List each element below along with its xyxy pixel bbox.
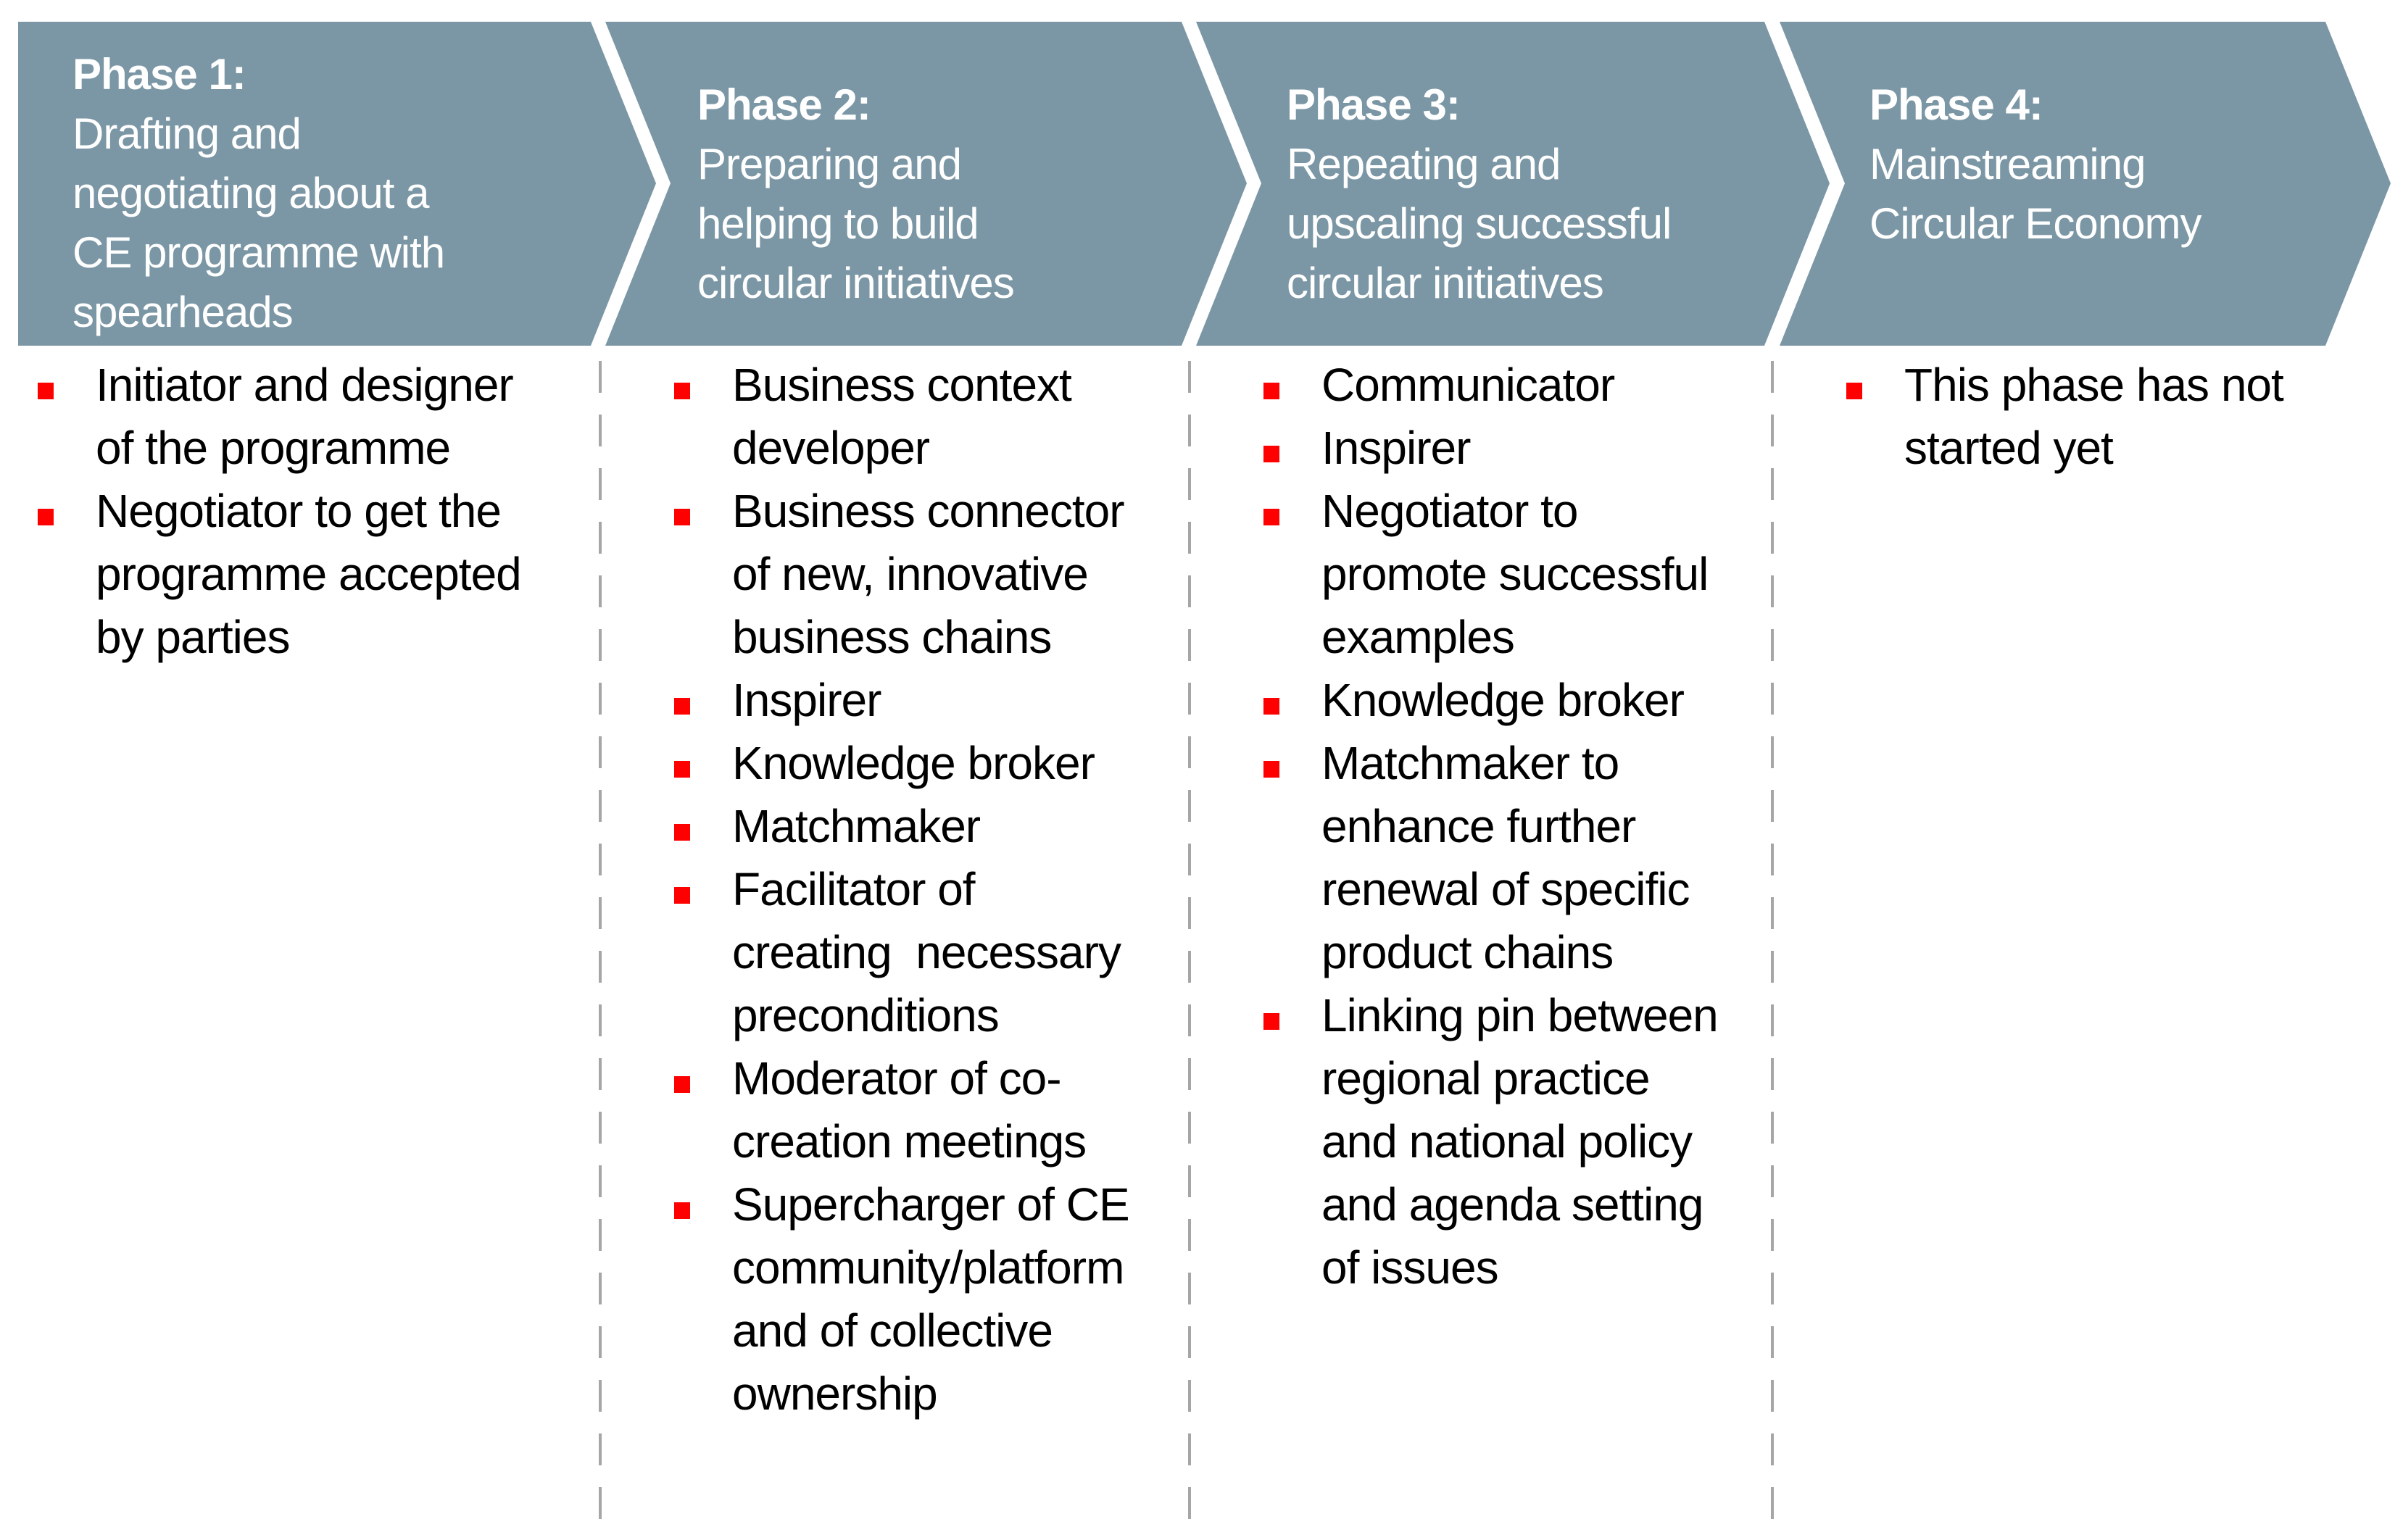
phase-1-chevron [18,22,656,346]
list-item: Business connector of new, innovative bu… [674,480,1203,669]
list-item: Business context developer [674,354,1203,480]
list-item-text: Negotiator to get the programme accepted… [96,485,522,663]
phase-1-roles-list: Initiator and designer of the programme … [38,354,618,669]
list-item-text: Facilitator of creating necessary precon… [732,863,1121,1041]
phase-2-roles-list: Business context developer Business conn… [674,354,1203,1425]
bullet-square-icon [674,824,690,841]
list-item-text: Inspirer [1321,422,1471,474]
list-item: Communicator [1263,354,1793,417]
list-item-text: Business context developer [732,359,1072,474]
phase-4-chevron [1780,22,2391,346]
list-item: Negotiator to promote successful example… [1263,480,1793,669]
phase-3-title: Phase 3: [1287,80,1461,129]
column-divider-2 [1188,361,1191,1520]
list-item: Facilitator of creating necessary precon… [674,858,1203,1047]
list-item: Knowledge broker [1263,669,1793,732]
bullet-square-icon [1263,1013,1279,1030]
list-item: This phase has not started yet [1846,354,2403,480]
bullet-square-icon [38,383,54,399]
bullet-square-icon [1263,509,1279,525]
list-item-text: Supercharger of CE community/platform an… [732,1178,1130,1420]
bullet-square-icon [674,761,690,778]
phase-4-subtitle: Mainstreaming Circular Economy [1869,140,2201,248]
list-item-text: Matchmaker to enhance further renewal of… [1321,737,1690,978]
phase-3-subtitle: Repeating and upscaling successful circu… [1287,140,1672,307]
bullet-square-icon [1263,383,1279,399]
bullet-square-icon [674,1076,690,1093]
list-item: Negotiator to get the programme accepted… [38,480,618,669]
bullet-square-icon [1263,698,1279,715]
list-item-text: Inspirer [732,674,881,726]
phase-2-subtitle: Preparing and helping to build circular … [697,140,1015,307]
phase-2-chevron [605,22,1247,346]
bullet-square-icon [674,509,690,525]
list-item-text: Matchmaker [732,800,981,852]
phase-4-header: Phase 4: Mainstreaming Circular Economy [1869,75,2377,254]
phase-4-roles-list: This phase has not started yet [1846,354,2403,480]
list-item-text: Knowledge broker [1321,674,1685,726]
list-item-text: Initiator and designer of the programme [96,359,514,474]
list-item: Knowledge broker [674,732,1203,795]
bullet-square-icon [1846,383,1862,399]
list-item-text: Linking pin between regional practice an… [1321,989,1719,1294]
list-item: Supercharger of CE community/platform an… [674,1173,1203,1425]
bullet-square-icon [1263,761,1279,778]
list-item: Moderator of co- creation meetings [674,1047,1203,1173]
phase-1-subtitle: Drafting and negotiating about a CE prog… [72,109,445,336]
phase-4-title: Phase 4: [1869,80,2043,129]
bullet-square-icon [674,1202,690,1219]
column-divider-1 [599,361,602,1520]
bullet-square-icon [674,698,690,715]
phase-2-header: Phase 2: Preparing and helping to build … [697,75,1205,313]
bullet-square-icon [674,383,690,399]
list-item: Matchmaker [674,795,1203,858]
list-item: Inspirer [674,669,1203,732]
phase-1-header: Phase 1: Drafting and negotiating about … [72,45,623,342]
list-item: Initiator and designer of the programme [38,354,618,480]
list-item-text: Business connector of new, innovative bu… [732,485,1125,663]
bullet-square-icon [1263,446,1279,462]
list-item-text: Moderator of co- creation meetings [732,1052,1087,1168]
list-item-text: Negotiator to promote successful example… [1321,485,1709,663]
phase-2-title: Phase 2: [697,80,871,129]
phase-1-title: Phase 1: [72,50,246,99]
list-item-text: Communicator [1321,359,1615,411]
bullet-square-icon [674,887,690,904]
list-item-text: Knowledge broker [732,737,1095,789]
column-divider-3 [1771,361,1774,1520]
phase-3-roles-list: Communicator Inspirer Negotiator to prom… [1263,354,1793,1299]
list-item-text: This phase has not started yet [1904,359,2284,474]
list-item: Linking pin between regional practice an… [1263,984,1793,1299]
list-item: Matchmaker to enhance further renewal of… [1263,732,1793,984]
bullet-square-icon [38,509,54,525]
phase-3-header: Phase 3: Repeating and upscaling success… [1287,75,1794,313]
list-item: Inspirer [1263,417,1793,480]
phase-3-chevron [1196,22,1830,346]
